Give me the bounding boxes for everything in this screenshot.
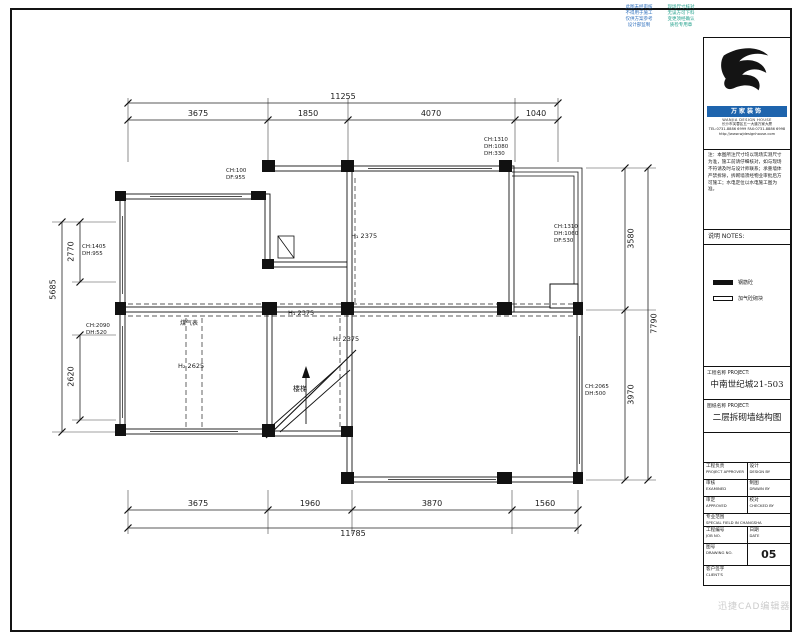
blank-box: [704, 433, 790, 463]
kitchen-fixture: [277, 235, 295, 259]
field-client-cn: 客户签字: [706, 567, 725, 572]
height-label-upper: H₁ 2375: [351, 232, 378, 240]
dim-top-seg-2: 1850: [297, 109, 319, 118]
stairs-label: 楼梯: [293, 385, 307, 393]
height-label-lower: H₁ 2375: [333, 335, 360, 343]
field-approved-cn: 审定: [706, 498, 716, 503]
field-special-en: SPECIAL FIELD IN CHANGSHA: [706, 519, 762, 525]
brand-address-line-2: TEL:0731-8886 6999 FAX:0731-8886 6998: [708, 127, 786, 132]
dim-right-3: 3970: [626, 384, 636, 405]
project-name-value: 中南世纪城21-503: [710, 380, 784, 390]
gas-meter-label: 煤气表: [180, 320, 199, 327]
field-examined-cn: 审核: [706, 481, 716, 486]
signature-row-3: 审定 APPROVED 校对 CHECKED BY: [704, 497, 790, 514]
annotation-bay-window: CH:1310 DH:1060 DF:530: [554, 224, 579, 244]
dimension-ticks: [57, 98, 653, 533]
project-name-box: 工程名称 PROJECT: 中南世纪城21-503: [704, 367, 790, 400]
height-label-room: H₂ 2625: [178, 362, 205, 370]
plot-stamp-green: 现场尺寸核对 无误方可下料 变更须经确认 质检专用章: [667, 5, 695, 29]
field-drawn-cn: 制图: [749, 481, 759, 486]
title-block: 万家装饰 WANJIA DESIGN HOUSE 长沙市芙蓉区五一大道万家大厦 …: [703, 37, 791, 586]
project-label-cn: 工程名称: [707, 371, 727, 376]
plot-stamp-blue: 此图未经审核 不得用于施工 仅供方案参考 设计部监制: [625, 5, 653, 29]
dim-bottom-seg-1: 3675: [187, 499, 209, 508]
dim-bottom-seg-2: 1960: [299, 499, 321, 508]
drawing-no-row: 图号 DRAWING NO. 05: [704, 544, 790, 566]
sheet-border: [10, 8, 792, 632]
legend-hollow-swatch: [713, 296, 733, 301]
brand-logo-glyph: [721, 48, 769, 91]
legend-solid-swatch: [713, 280, 733, 285]
field-jobno-cn: 工程编号: [706, 528, 725, 533]
drawing-name-value: 二层拆砌墙结构图: [712, 413, 782, 423]
field-drawn-en: DRAWN BY: [749, 485, 770, 491]
legend-item-concrete: 钢筋砼: [704, 279, 790, 286]
field-design-en: DESIGN BY: [749, 468, 771, 474]
annotation-window-left-lower: CH:2090 DH:520: [86, 323, 110, 336]
window-lines: [122, 168, 580, 480]
cad-editor-watermark: 迅捷CAD编辑器: [718, 602, 791, 612]
signature-row-1: 工程负责 PROJECT APPROVER 设计 DESIGN BY: [704, 463, 790, 480]
signature-row-2: 审核 EXAMINED 制图 DRAWN BY: [704, 480, 790, 497]
annotation-window-left-upper: CH:1405 DH:955: [82, 244, 106, 257]
dim-bottom-overall: 11785: [340, 529, 366, 538]
field-checked-cn: 校对: [749, 498, 759, 503]
dim-top-seg-4: 1040: [525, 109, 547, 118]
dim-bottom-seg-4: 1560: [534, 499, 556, 508]
legend-section: 钢筋砼 加气砼砌块: [704, 245, 790, 367]
stairs-symbol: [265, 349, 357, 439]
field-approver-en: PROJECT APPROVER: [706, 468, 744, 474]
annotation-door-top-left: CH:100 DF:955: [226, 168, 247, 181]
drawing-label-en: PROJECT:: [727, 404, 750, 409]
annotation-window-top-right: CH:1310 DH:1080 DH:330: [484, 137, 509, 157]
field-special-cn: 专业范围: [706, 515, 725, 520]
field-checked-en: CHECKED BY: [749, 502, 774, 508]
dim-top-seg-3: 4070: [420, 109, 442, 118]
legend-label-block: 加气砼砌块: [738, 296, 764, 302]
dim-left-1: 2770: [66, 241, 76, 262]
dim-top-overall: 11255: [330, 92, 356, 101]
field-design-cn: 设计: [749, 464, 759, 469]
field-approver-cn: 工程负责: [706, 464, 725, 469]
brand-address-line-1: 长沙市芙蓉区五一大道万家大厦: [721, 122, 773, 126]
field-jobno-en: JOB NO.: [706, 532, 721, 538]
dim-left-3: 2620: [66, 366, 76, 387]
field-date-cn: 日期: [749, 528, 759, 533]
dimension-lines: [61, 102, 649, 529]
brand-band: 万家装饰: [707, 106, 787, 117]
drawing-label-cn: 图纸名称: [707, 404, 727, 409]
job-date-row: 工程编号 JOB NO. 日期 DATE: [704, 527, 790, 544]
dim-right-1: 3580: [626, 228, 636, 249]
project-label-en: PROJECT:: [727, 371, 750, 376]
legend-label-concrete: 钢筋砼: [738, 280, 754, 286]
special-field-row: 专业范围 SPECIAL FIELD IN CHANGSHA: [704, 514, 790, 527]
drawing-name-box: 图纸名称 PROJECT: 二层拆砌墙结构图: [704, 400, 790, 433]
dashed-lines: [128, 178, 574, 427]
notes-label: 说明 NOTES:: [704, 230, 790, 245]
brand-address-line-3: http://www.wjdesignhouse.com: [718, 132, 776, 137]
wall-piers: [115, 160, 583, 484]
field-examined-en: EXAMINED: [706, 485, 727, 491]
field-client-en: CLIENT'S: [706, 571, 723, 577]
client-row: 客户签字 CLIENT'S: [704, 566, 790, 585]
field-dwgno-en: DRAWING NO.: [706, 549, 733, 555]
legend-item-block: 加气砼砌块: [704, 295, 790, 302]
dim-right-2: 7790: [649, 313, 659, 334]
dim-left-2: 5685: [48, 279, 58, 300]
dim-top-seg-1: 3675: [187, 109, 209, 118]
annotation-window-right-lower: CH:2065 DH:500: [585, 384, 609, 397]
field-date-en: DATE: [749, 532, 760, 538]
dim-bottom-seg-3: 3870: [421, 499, 443, 508]
brand-name-en: WANJIA DESIGN HOUSE: [722, 118, 772, 122]
general-notes-text: 注：本图所注尺寸均以现场实测尺寸为准，施工前请仔细核对，如与现场不符请及时与设计…: [704, 150, 790, 230]
field-dwgno-cn: 图号: [706, 545, 716, 550]
field-approved-en: APPROVED: [706, 502, 727, 508]
height-label-middle: H₁ 2375: [288, 309, 315, 317]
logo-section: 万家装饰 WANJIA DESIGN HOUSE 长沙市芙蓉区五一大道万家大厦 …: [704, 38, 790, 150]
drawing-number-value: 05: [746, 544, 791, 565]
